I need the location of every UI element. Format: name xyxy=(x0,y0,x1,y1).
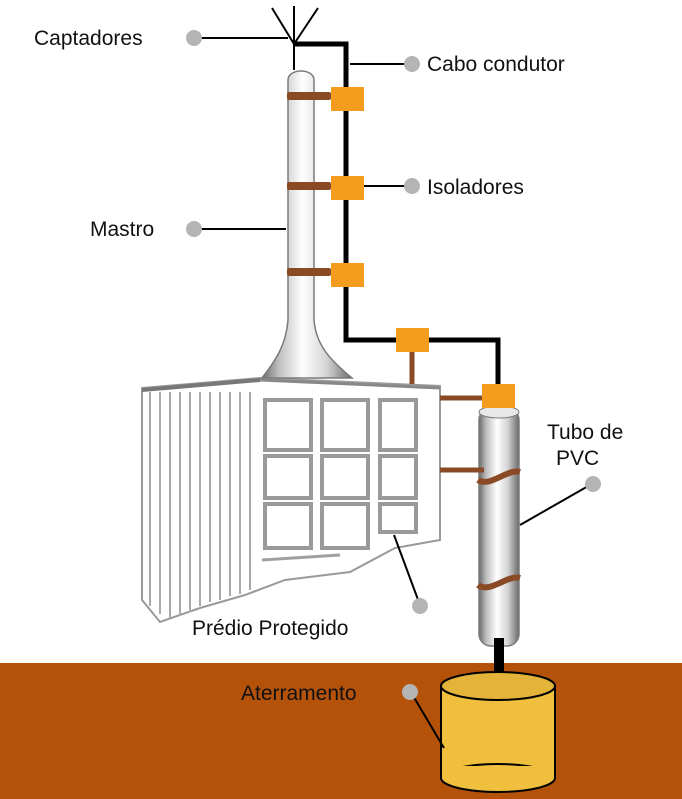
captadores-marker xyxy=(186,30,202,46)
ground xyxy=(0,663,682,799)
predio-marker xyxy=(412,598,428,614)
label-pvc: PVC xyxy=(556,447,599,470)
aterramento-marker xyxy=(402,684,418,700)
tubo-pvc-marker xyxy=(585,476,601,492)
mast xyxy=(260,70,355,379)
isoladores-marker xyxy=(404,178,420,194)
insulators xyxy=(331,87,515,408)
label-isoladores: Isoladores xyxy=(427,176,524,199)
label-tubo-de: Tubo de xyxy=(547,421,623,444)
grounding-tank xyxy=(440,671,556,793)
cabo-condutor-marker xyxy=(404,56,420,72)
label-predio-protegido: Prédio Protegido xyxy=(192,617,348,640)
air-terminal xyxy=(271,6,319,70)
mastro-marker xyxy=(186,221,202,237)
label-aterramento: Aterramento xyxy=(241,682,357,705)
protected-building xyxy=(141,376,441,624)
pvc-tube xyxy=(476,405,521,682)
conductor-cable xyxy=(294,41,501,396)
label-cabo-condutor: Cabo condutor xyxy=(427,53,565,76)
label-mastro: Mastro xyxy=(90,218,154,241)
label-captadores: Captadores xyxy=(34,27,143,50)
